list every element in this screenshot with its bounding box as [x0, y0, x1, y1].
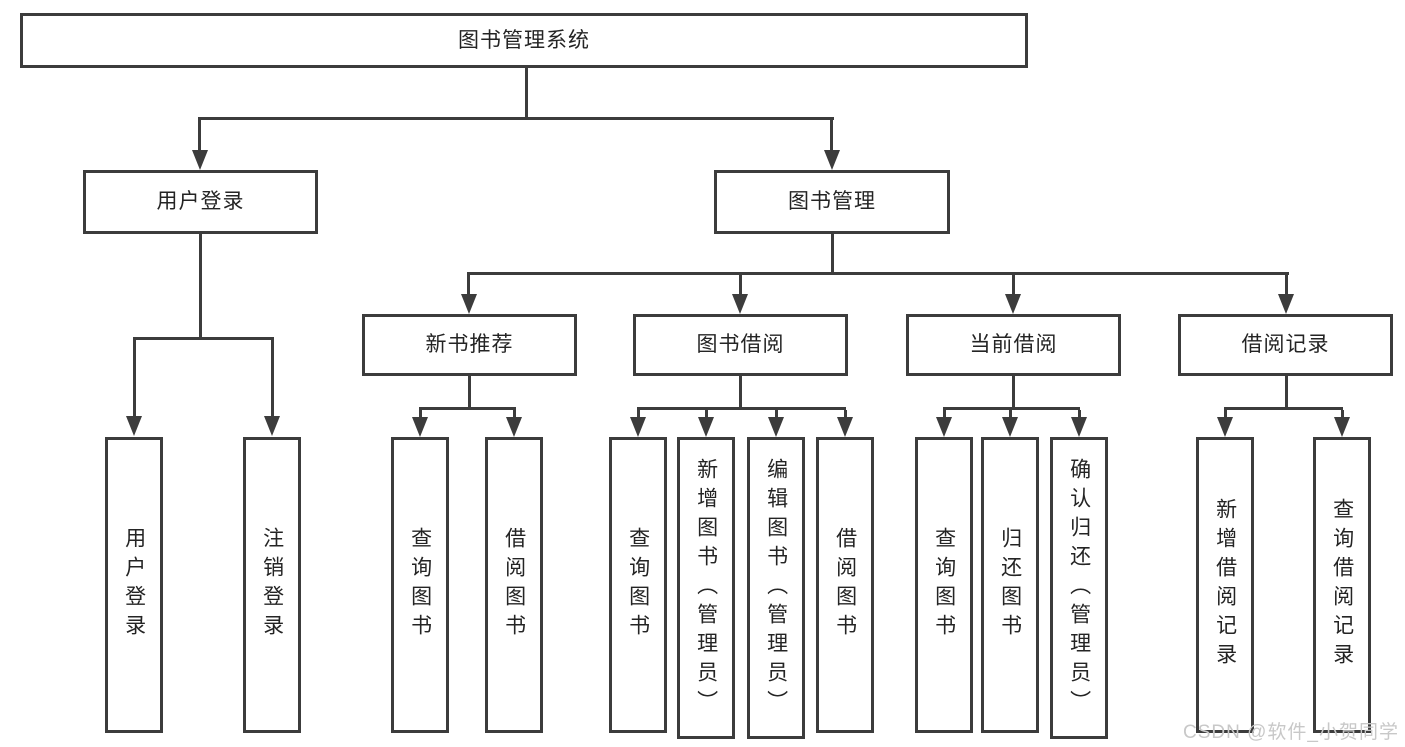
leaf-return-books: 归还图书 [981, 437, 1039, 733]
arrow-down-icon [1278, 294, 1294, 314]
connector-line [525, 68, 528, 119]
leaf-confirm-return-admin: 确认归还（管理员） [1050, 437, 1108, 739]
leaf-query-books-3: 查询图书 [915, 437, 973, 733]
connector-line [705, 410, 708, 418]
node-new-book-recommend: 新书推荐 [362, 314, 577, 376]
connector-line [419, 410, 422, 418]
connector-line [943, 407, 1080, 410]
arrow-down-icon [1334, 417, 1350, 437]
leaf-query-borrow-record: 查询借阅记录 [1313, 437, 1371, 733]
arrow-down-icon [461, 294, 477, 314]
connector-line [739, 275, 742, 295]
connector-line [468, 376, 471, 409]
arrow-down-icon [630, 417, 646, 437]
arrow-down-icon [824, 150, 840, 170]
node-root: 图书管理系统 [20, 13, 1028, 68]
leaf-query-books-1: 查询图书 [391, 437, 449, 733]
arrow-down-icon [192, 150, 208, 170]
connector-line [637, 410, 640, 418]
connector-line [1285, 275, 1288, 295]
connector-line [775, 410, 778, 418]
connector-line [1009, 410, 1012, 418]
connector-line [467, 275, 470, 295]
arrow-down-icon [1005, 294, 1021, 314]
connector-line [133, 340, 136, 417]
leaf-logout: 注销登录 [243, 437, 301, 733]
arrow-down-icon [1217, 417, 1233, 437]
connector-line [831, 234, 834, 275]
arrow-down-icon [732, 294, 748, 314]
connector-line [1012, 275, 1015, 295]
connector-line [133, 337, 274, 340]
arrow-down-icon [1002, 417, 1018, 437]
arrow-down-icon [264, 416, 280, 436]
leaf-edit-books-admin: 编辑图书（管理员） [747, 437, 805, 739]
arrow-down-icon [698, 417, 714, 437]
connector-line [637, 407, 846, 410]
connector-line [198, 120, 201, 151]
connector-line [198, 117, 834, 120]
csdn-watermark: CSDN @软件_小贺同学 [1183, 722, 1399, 743]
arrow-down-icon [1071, 417, 1087, 437]
connector-line [467, 272, 1289, 275]
leaf-borrow-books-2: 借阅图书 [816, 437, 874, 733]
connector-line [844, 410, 847, 418]
connector-line [199, 234, 202, 338]
leaf-query-books-2: 查询图书 [609, 437, 667, 733]
arrow-down-icon [768, 417, 784, 437]
connector-line [1224, 407, 1343, 410]
node-book-borrowing: 图书借阅 [633, 314, 848, 376]
leaf-add-books-admin: 新增图书（管理员） [677, 437, 735, 739]
arrow-down-icon [837, 417, 853, 437]
connector-line [1341, 410, 1344, 418]
connector-line [1078, 410, 1081, 418]
node-user-login: 用户登录 [83, 170, 318, 234]
connector-line [943, 410, 946, 418]
arrow-down-icon [126, 416, 142, 436]
connector-line [513, 410, 516, 418]
connector-line [419, 407, 516, 410]
node-book-management: 图书管理 [714, 170, 950, 234]
connector-line [1285, 376, 1288, 409]
arrow-down-icon [506, 417, 522, 437]
leaf-borrow-books-1: 借阅图书 [485, 437, 543, 733]
node-borrowing-records: 借阅记录 [1178, 314, 1393, 376]
connector-line [739, 376, 742, 409]
leaf-user-login: 用户登录 [105, 437, 163, 733]
arrow-down-icon [412, 417, 428, 437]
connector-line [271, 340, 274, 417]
connector-line [1224, 410, 1227, 418]
leaf-add-borrow-record: 新增借阅记录 [1196, 437, 1254, 733]
connector-line [830, 120, 833, 151]
node-current-borrowing: 当前借阅 [906, 314, 1121, 376]
connector-line [1012, 376, 1015, 409]
arrow-down-icon [936, 417, 952, 437]
